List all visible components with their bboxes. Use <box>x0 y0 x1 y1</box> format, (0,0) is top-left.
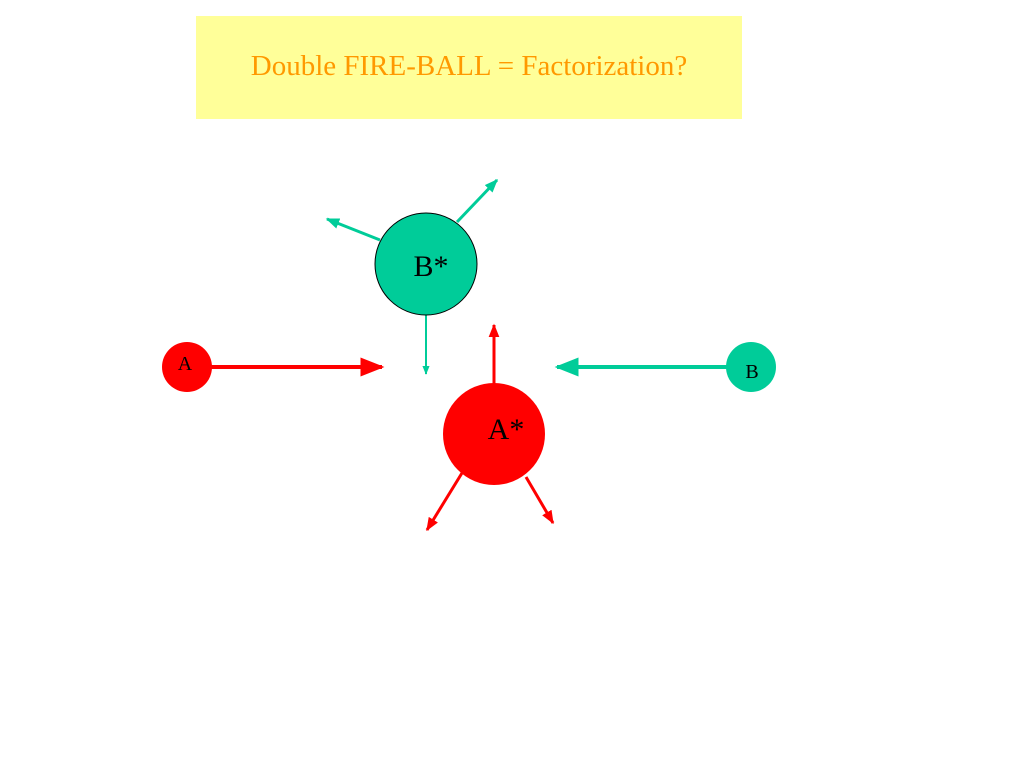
nucleus-b <box>726 342 776 392</box>
b-star-emission-arrow-up-left <box>325 217 381 242</box>
b-star-emission-arrow-up-right <box>455 178 499 224</box>
b-star-label: B* <box>413 250 448 283</box>
nucleus-a-label: A <box>178 353 193 375</box>
a-star-fireball <box>443 383 545 485</box>
a-star-emission-arrow-down-right <box>524 476 555 525</box>
slide-title: Double FIRE-BALL = Factorization? <box>250 50 688 82</box>
a-star-emission-arrow-down-left <box>425 472 464 532</box>
a-star-label: A* <box>488 413 525 446</box>
b-star-fireball <box>374 212 478 316</box>
nucleus-a <box>162 342 212 392</box>
nucleus-b-label: B <box>745 361 758 383</box>
title-box: Double FIRE-BALL = Factorization? <box>196 16 742 119</box>
